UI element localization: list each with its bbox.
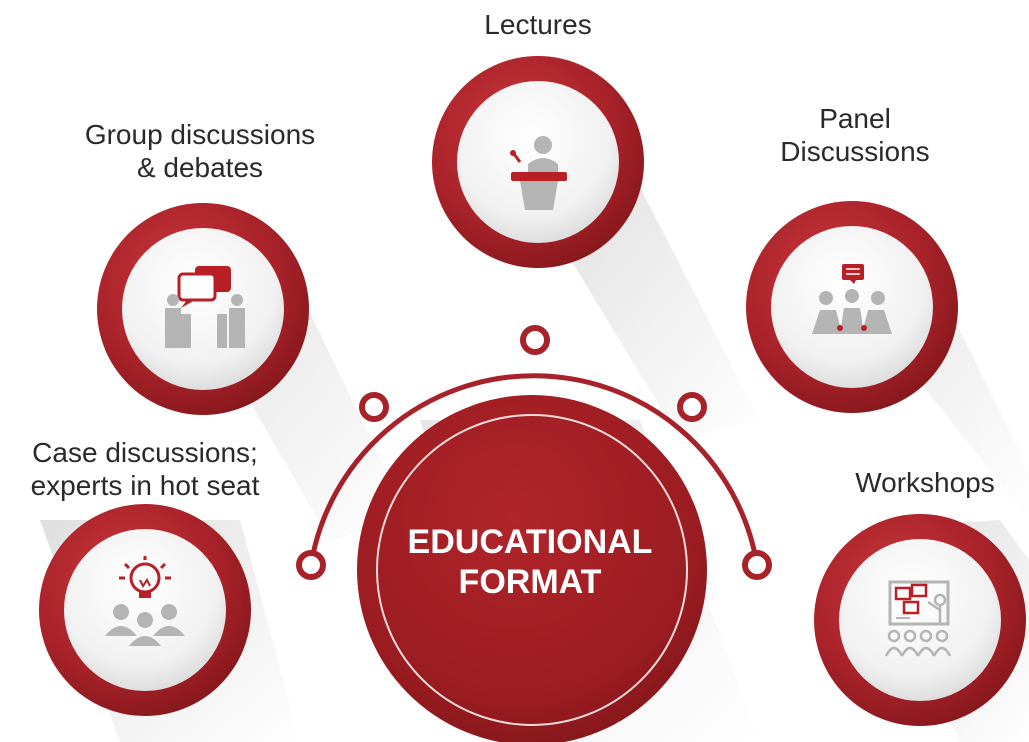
panel-discussion-icon [812, 264, 892, 334]
debate-speech-bubbles-icon [165, 266, 245, 348]
node-case-discussions [39, 504, 251, 716]
center-circle [357, 395, 707, 742]
center-title: EDUCATIONAL FORMAT [407, 523, 653, 601]
arc-nodes [296, 325, 772, 580]
label-panel-discussions: Panel Discussions [780, 103, 930, 167]
node-workshops [814, 514, 1026, 726]
arc-node-left [296, 550, 326, 580]
workshop-board-icon [884, 580, 952, 657]
arc-node-upper-left [359, 392, 389, 422]
node-panel-discussions [746, 201, 958, 413]
label-lectures: Lectures [484, 9, 592, 40]
label-case-discussions: Case discussions; experts in hot seat [30, 437, 260, 501]
arc-node-top [520, 325, 550, 355]
node-group-discussions [97, 203, 309, 415]
label-workshops: Workshops [855, 467, 995, 498]
lightbulb-group-icon [105, 556, 185, 646]
arc-node-upper-right [677, 392, 707, 422]
lectern-speaker-icon [510, 136, 567, 210]
label-group-discussions: Group discussions & debates [84, 119, 316, 183]
arc-node-right [742, 550, 772, 580]
